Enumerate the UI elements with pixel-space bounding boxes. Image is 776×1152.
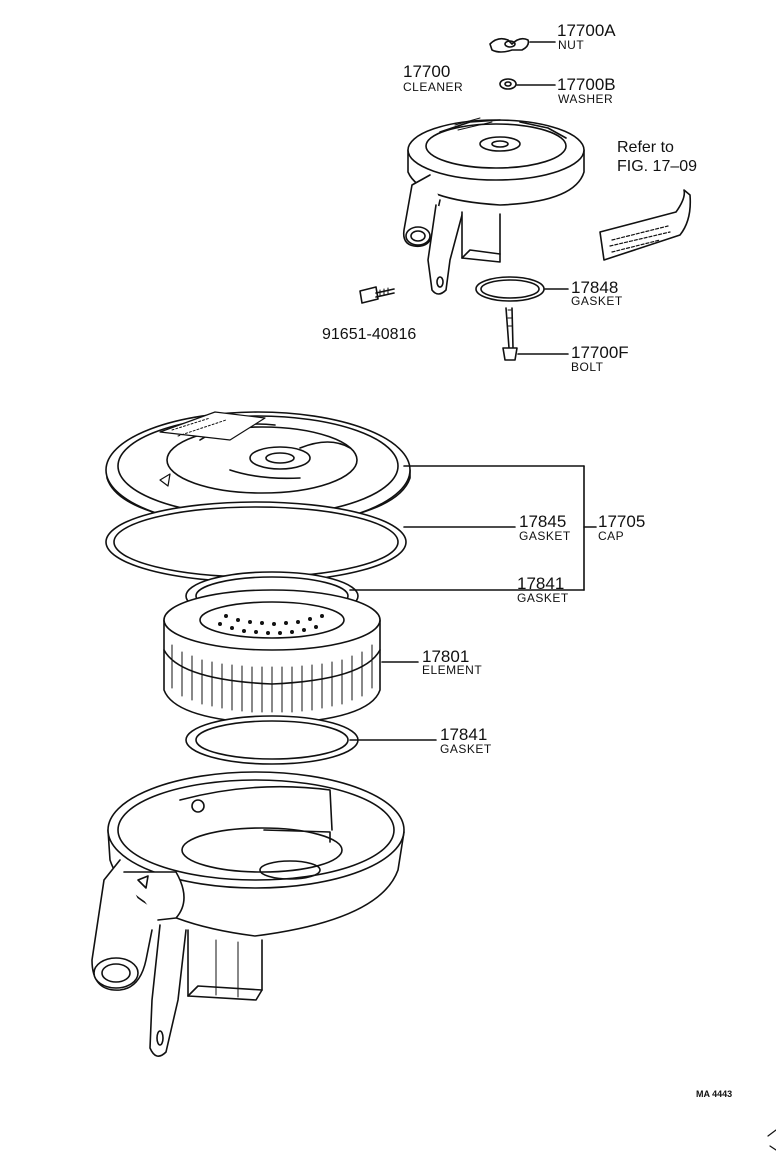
cap-part-name: CAP bbox=[598, 529, 625, 543]
element-part-number: 17801 bbox=[422, 647, 470, 666]
bolt-part-name: BOLT bbox=[571, 360, 604, 374]
upper-gasket-part-name: GASKET bbox=[517, 591, 569, 605]
wing-nut-drawing bbox=[489, 37, 530, 53]
lower-gasket-part-number: 17841 bbox=[440, 725, 488, 744]
small-bolt-drawing bbox=[359, 286, 395, 304]
reference-line-2: FIG. 17–09 bbox=[617, 158, 698, 175]
filter-element-drawing bbox=[163, 589, 381, 725]
corner-mark bbox=[767, 1129, 776, 1151]
upper-gasket-part-number: 17841 bbox=[517, 574, 565, 593]
cap-gasket-part-name: GASKET bbox=[519, 529, 571, 543]
gasket-top-part-number: 17848 bbox=[571, 278, 619, 297]
cleaner-part-name: CLEANER bbox=[403, 80, 464, 94]
washer-part-name: WASHER bbox=[558, 92, 614, 106]
gasket-top-part-name: GASKET bbox=[571, 294, 623, 308]
lower-element-gasket-drawing bbox=[185, 715, 359, 765]
long-bolt-drawing bbox=[502, 307, 518, 361]
small-bolt-part-number: 91651-40816 bbox=[322, 326, 417, 343]
nut-part-name: NUT bbox=[558, 38, 585, 52]
washer-drawing bbox=[499, 78, 517, 90]
cleaner-part-number: 17700 bbox=[403, 62, 451, 81]
reference-decal-drawing bbox=[599, 189, 692, 261]
reference-line-1: Refer to bbox=[617, 139, 674, 156]
bolt-part-number: 17700F bbox=[571, 343, 629, 362]
small-gasket-drawing bbox=[475, 276, 545, 302]
figure-code: MA 4443 bbox=[696, 1089, 733, 1099]
cleaner-assembly-drawing bbox=[402, 117, 585, 295]
washer-part-number: 17700B bbox=[557, 75, 616, 94]
cleaner-body-drawing bbox=[91, 771, 405, 1057]
cap-gasket-drawing bbox=[105, 501, 407, 583]
lower-gasket-part-name: GASKET bbox=[440, 742, 492, 756]
cap-part-number: 17705 bbox=[598, 512, 646, 531]
element-part-name: ELEMENT bbox=[422, 663, 483, 677]
cap-gasket-part-number: 17845 bbox=[519, 512, 567, 531]
nut-part-number: 17700A bbox=[557, 21, 616, 40]
